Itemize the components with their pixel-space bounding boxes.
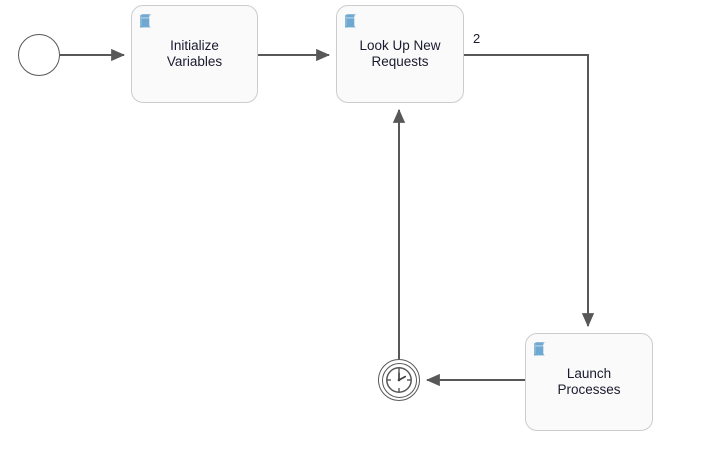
task-label: Initialize Variables <box>166 38 223 69</box>
script-task-icon <box>138 12 156 30</box>
edge-label-lookup-to-launch: 2 <box>473 31 481 46</box>
flow-lookup-to-launch <box>464 54 595 328</box>
start-event[interactable] <box>18 34 60 76</box>
script-task-icon <box>532 340 550 358</box>
intermediate-timer-event[interactable] <box>378 359 420 401</box>
script-task-icon <box>343 12 361 30</box>
task-initialize-variables[interactable]: Initialize Variables <box>131 5 258 103</box>
timer-inner-ring <box>381 362 417 398</box>
task-label: Look Up New Requests <box>359 38 441 69</box>
timer-clock-icon <box>386 367 412 393</box>
task-label: Launch Processes <box>557 366 621 397</box>
task-launch-processes[interactable]: Launch Processes <box>525 333 653 431</box>
task-look-up-new-requests[interactable]: Look Up New Requests <box>336 5 464 103</box>
